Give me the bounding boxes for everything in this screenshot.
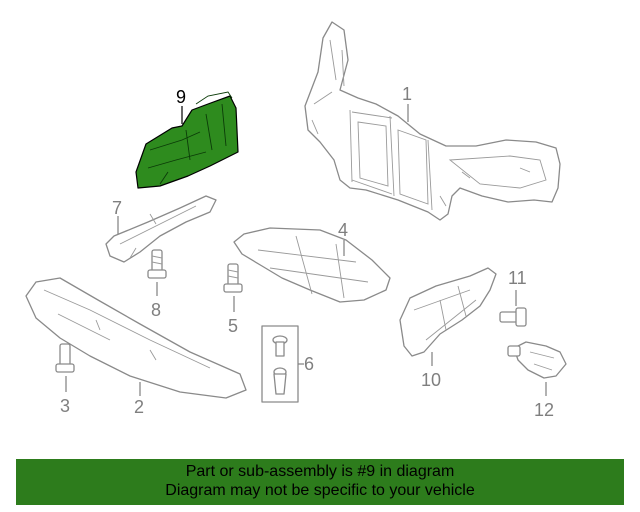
callout-8[interactable]: 8 (151, 300, 161, 320)
callout-9[interactable]: 9 (176, 87, 186, 107)
part-11-bolt[interactable] (499, 307, 527, 327)
callout-11[interactable]: 11 (508, 268, 527, 288)
part-4-under-cover[interactable] (233, 227, 391, 303)
callout-7[interactable]: 7 (112, 198, 122, 218)
part-7-bracket[interactable] (105, 195, 217, 263)
callout-12[interactable]: 12 (534, 400, 554, 420)
part-9-highlighted-bracket[interactable] (135, 91, 239, 189)
part-10-bracket[interactable] (399, 267, 497, 357)
part-5-bolt[interactable] (223, 263, 243, 293)
part-12-connector[interactable] (507, 341, 567, 379)
part-6-clip-set[interactable] (261, 325, 299, 403)
callout-5[interactable]: 5 (228, 316, 238, 336)
part-8-bolt[interactable] (147, 249, 167, 279)
parts-diagram: 1 9 7 8 4 5 2 (25, 21, 567, 420)
callout-4[interactable]: 4 (338, 220, 348, 240)
part-2-deflector[interactable] (25, 277, 247, 399)
callout-10[interactable]: 10 (421, 370, 441, 390)
callout-6[interactable]: 6 (304, 354, 314, 374)
part-1-radiator-support[interactable] (304, 21, 561, 221)
callout-2[interactable]: 2 (134, 397, 144, 417)
banner-line-2: Diagram may not be specific to your vehi… (165, 482, 475, 499)
callout-3[interactable]: 3 (60, 396, 70, 416)
info-banner: Part or sub-assembly is #9 in diagram Di… (16, 459, 624, 505)
callout-1[interactable]: 1 (402, 84, 412, 104)
part-3-bolt[interactable] (55, 343, 75, 373)
banner-line-1: Part or sub-assembly is #9 in diagram (185, 463, 455, 480)
